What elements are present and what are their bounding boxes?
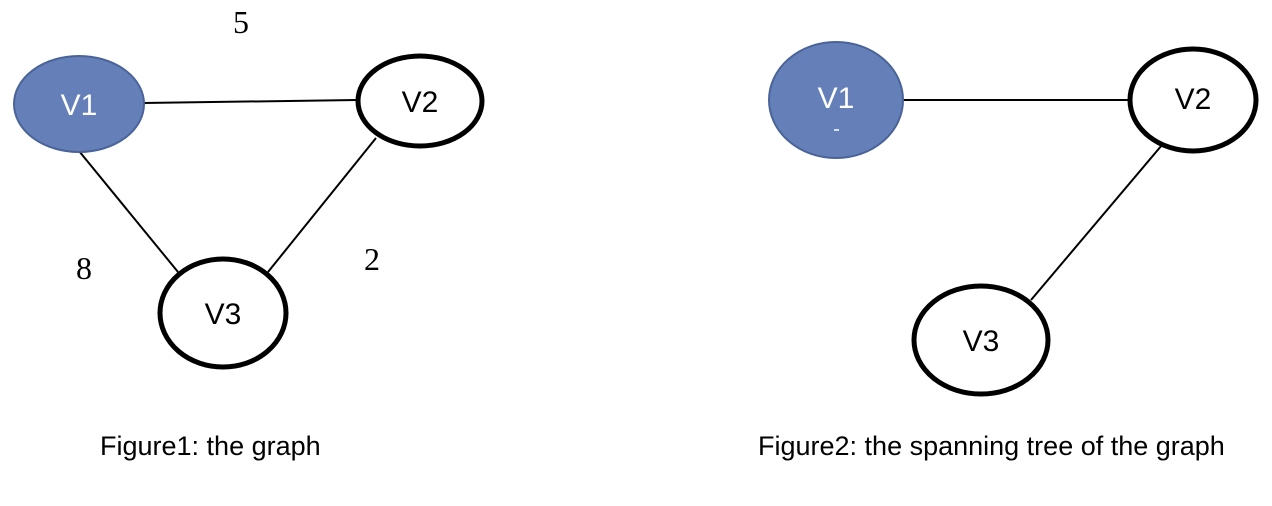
figure1-graph: 5 8 2 V1 V2 V3: [13, 4, 485, 370]
fig2-node-v2-label: V2: [1175, 83, 1212, 116]
fig2-node-v2: V2: [1127, 46, 1259, 154]
fig1-edge-v1-v3: [78, 150, 179, 273]
fig1-weight-v2-v3: 2: [364, 241, 380, 277]
figure2-caption: Figure2: the spanning tree of the graph: [758, 431, 1225, 461]
fig2-node-v3: V3: [911, 283, 1051, 397]
fig1-node-v3: V3: [157, 256, 289, 370]
fig1-edge-v1-v2: [142, 99, 358, 104]
fig2-node-v3-label: V3: [963, 325, 1000, 358]
fig1-weight-v1-v3: 8: [76, 250, 92, 286]
fig2-edge-v2-v3: [1030, 144, 1163, 301]
fig1-edge-v2-v3: [267, 137, 377, 273]
fig1-node-v1: V1: [13, 55, 145, 153]
figure2-spanning-tree: V1 V2 V3: [768, 41, 1259, 397]
fig1-node-v1-label: V1: [61, 89, 98, 122]
fig1-node-v2-label: V2: [402, 86, 439, 119]
fig1-node-v2: V2: [355, 53, 485, 149]
fig1-weight-v1-v2: 5: [233, 4, 249, 40]
fig2-node-v1-label: V1: [818, 82, 855, 115]
figure1-caption: Figure1: the graph: [100, 431, 321, 461]
fig2-node-v1: V1: [768, 41, 904, 159]
fig1-node-v3-label: V3: [205, 298, 242, 331]
